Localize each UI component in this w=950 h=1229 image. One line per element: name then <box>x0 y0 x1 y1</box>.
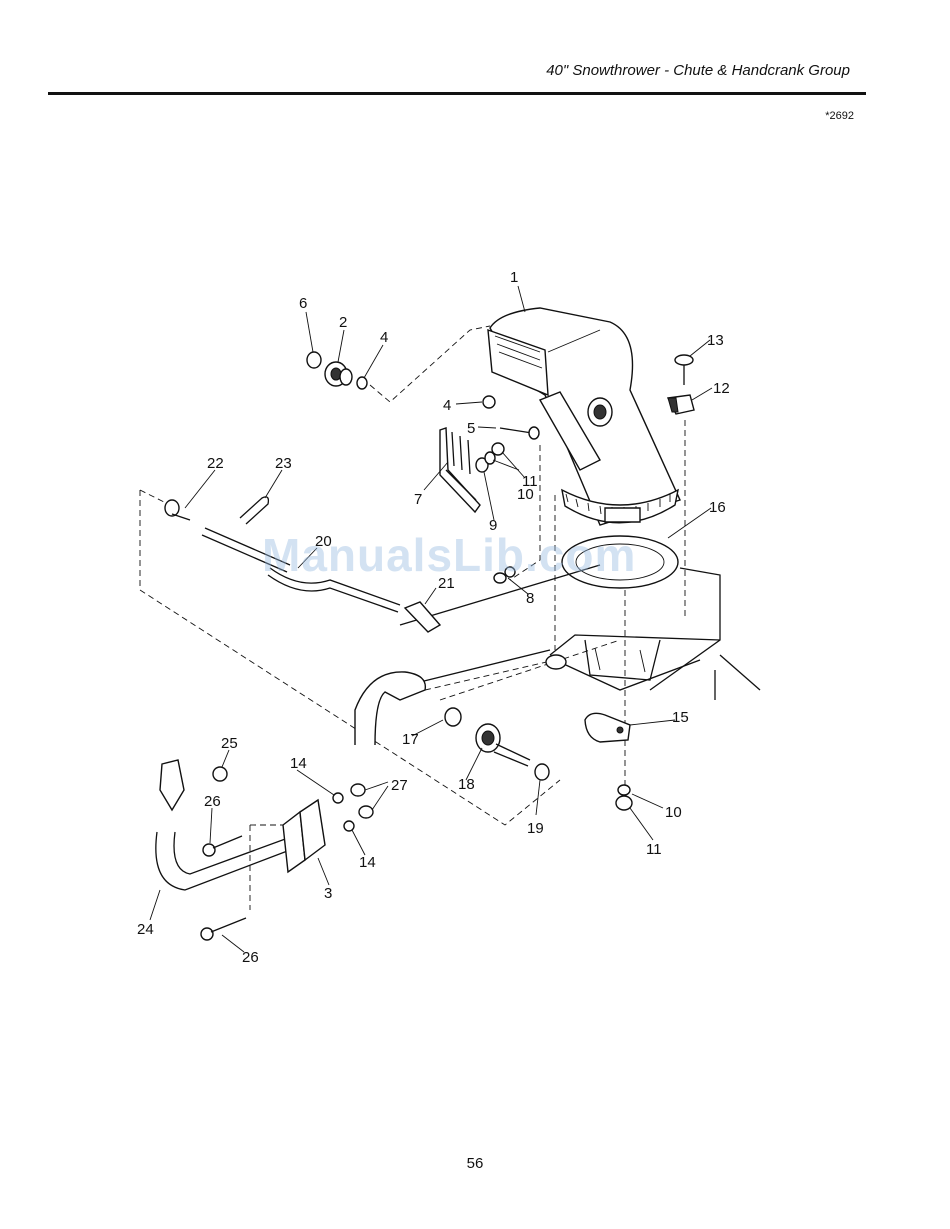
callout-2: 2 <box>339 314 347 331</box>
callout-27: 27 <box>391 777 408 794</box>
callout-3: 3 <box>324 885 332 902</box>
part-17-bushing <box>445 708 461 726</box>
part-11-nut-lower <box>616 796 632 810</box>
part-19-nut <box>535 764 549 780</box>
part-21-grip <box>405 602 440 632</box>
watermark: ManualsLib.com <box>262 528 636 582</box>
callout-22: 22 <box>207 455 224 472</box>
callout-17: 17 <box>402 731 419 748</box>
callout-4-mid: 4 <box>443 397 451 414</box>
callout-24: 24 <box>137 921 154 938</box>
callout-11-lower: 11 <box>646 841 662 858</box>
callout-6: 6 <box>299 295 307 312</box>
part-11-nut <box>492 443 504 455</box>
part-27-nut-upper <box>351 784 365 796</box>
callout-12: 12 <box>713 380 730 397</box>
callout-19: 19 <box>527 820 544 837</box>
part-25-nut <box>213 767 227 781</box>
callout-15: 15 <box>672 709 689 726</box>
callout-1: 1 <box>510 269 518 286</box>
callout-8: 8 <box>526 590 534 607</box>
callout-16: 16 <box>709 499 726 516</box>
part-26-bolt-upper <box>203 836 242 856</box>
callout-23: 23 <box>275 455 292 472</box>
part-4-washer-top <box>357 377 367 389</box>
callout-7: 7 <box>414 491 422 508</box>
part-5-bolt <box>500 427 539 439</box>
callout-14-upper: 14 <box>290 755 307 772</box>
snowthrower-housing <box>355 565 760 745</box>
callout-26-upper: 26 <box>204 793 221 810</box>
part-12-clip <box>668 395 694 414</box>
part-14-nut-upper <box>333 793 343 803</box>
callout-11-upper: 11 <box>522 473 538 490</box>
part-2-gear <box>325 362 352 386</box>
callout-14-lower: 14 <box>359 854 376 871</box>
part-4-washer-mid <box>483 396 495 408</box>
callout-10-lower: 10 <box>665 804 682 821</box>
part-6-nut <box>307 352 321 368</box>
part-7-bracket <box>440 428 480 512</box>
part-24-handle <box>156 832 290 890</box>
part-27-nut-lower <box>359 806 373 818</box>
part-13-bolt <box>675 355 693 385</box>
callout-26-lower: 26 <box>242 949 259 966</box>
part-3-plate <box>283 800 325 872</box>
part-22-pin <box>165 500 190 520</box>
part-23-hairpin <box>240 497 268 524</box>
callout-25: 25 <box>221 735 238 752</box>
callout-4-top: 4 <box>380 329 388 346</box>
part-18-bearing <box>476 724 530 766</box>
callout-13: 13 <box>707 332 724 349</box>
part-15-bracket <box>585 713 630 742</box>
page-number: 56 <box>0 1155 950 1172</box>
crank-support-bracket <box>160 760 184 810</box>
callout-18: 18 <box>458 776 475 793</box>
callout-5: 5 <box>467 420 475 437</box>
part-10-washer-lower <box>618 785 630 795</box>
part-14-nut-lower <box>344 821 354 831</box>
